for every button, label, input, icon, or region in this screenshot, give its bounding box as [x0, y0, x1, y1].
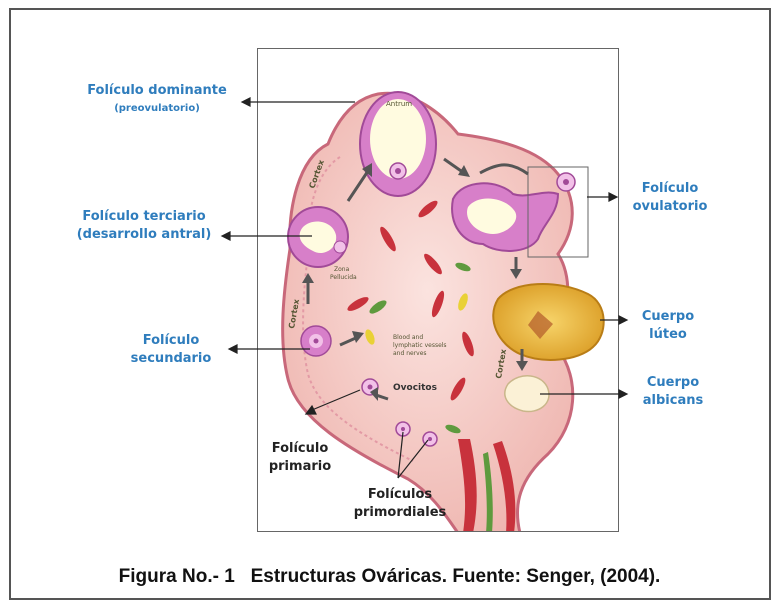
label-tertiary-l2: (desarrollo antral)	[64, 226, 224, 244]
label-dominant-l1: Folículo dominante	[76, 82, 238, 100]
label-primary-l1: Folículo	[262, 440, 338, 458]
label-primordial-follicles: Folículos primordiales	[340, 486, 460, 522]
label-secondary-follicle: Folículo secundario	[116, 332, 226, 368]
label-ovulatory-l1: Folículo	[620, 180, 720, 198]
label-ovulatory-l2: ovulatorio	[620, 198, 720, 216]
label-primary-l2: primario	[262, 458, 338, 476]
label-albicans-l2: albicans	[628, 392, 718, 410]
label-corpus-albicans: Cuerpo albicans	[628, 374, 718, 410]
label-tertiary-follicle: Folículo terciario (desarrollo antral)	[64, 208, 224, 244]
label-luteum-l1: Cuerpo	[628, 308, 708, 326]
label-luteum-l2: lúteo	[628, 326, 708, 344]
figure-caption: Figura No.- 1 Estructuras Ováricas. Fuen…	[0, 566, 779, 588]
label-tertiary-l1: Folículo terciario	[64, 208, 224, 226]
label-primary-follicle: Folículo primario	[262, 440, 338, 476]
label-secondary-l2: secundario	[116, 350, 226, 368]
label-albicans-l1: Cuerpo	[628, 374, 718, 392]
label-primordial-l2: primordiales	[340, 504, 460, 522]
label-dominant-follicle: Folículo dominante (preovulatorio)	[76, 82, 238, 118]
label-secondary-l1: Folículo	[116, 332, 226, 350]
label-corpus-luteum: Cuerpo lúteo	[628, 308, 708, 344]
label-dominant-l2: (preovulatorio)	[76, 100, 238, 118]
label-ovulatory-follicle: Folículo ovulatorio	[620, 180, 720, 216]
label-primordial-l1: Folículos	[340, 486, 460, 504]
